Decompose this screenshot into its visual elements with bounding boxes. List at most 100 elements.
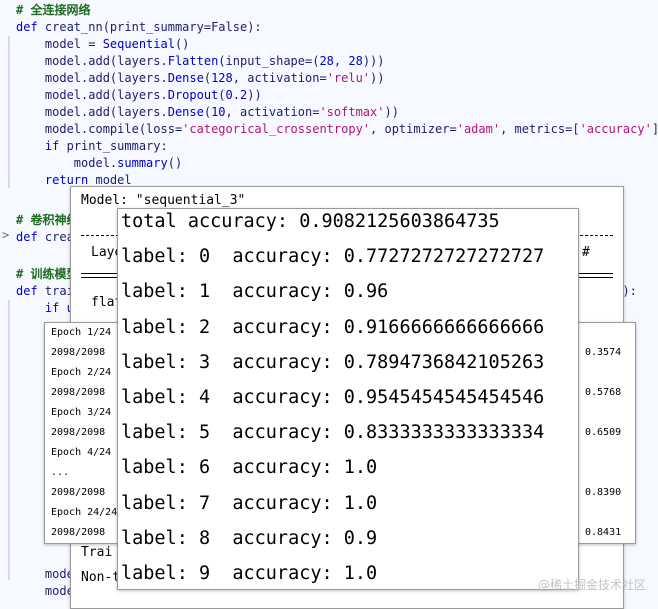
code-line: mode	[16, 566, 74, 583]
code-token: ))	[370, 71, 385, 85]
code-line: def crea	[16, 229, 74, 246]
code-token: (	[218, 88, 226, 102]
code-line: # 全连接网络	[16, 2, 90, 19]
code-line: def creat_nn(print_summary=False):	[16, 19, 262, 36]
label-accuracy: label: 6 accuracy: 1.0	[121, 457, 378, 479]
code-token: mode	[16, 584, 74, 598]
summary-trainable: Trai	[81, 545, 113, 560]
code-token: 'categorical_crossentropy'	[182, 122, 371, 136]
code-line: return model	[16, 172, 132, 189]
code-line: model = Sequential()	[16, 36, 190, 53]
indent-guide	[8, 300, 10, 580]
training-line: 2098/2098	[51, 427, 106, 438]
code-token: (	[203, 71, 212, 85]
summary-header-params: #	[582, 245, 590, 260]
code-line: if print_summary:	[16, 138, 168, 155]
code-token: return	[44, 173, 96, 187]
code-token: crea	[44, 230, 74, 244]
code-token: Dense	[167, 105, 204, 119]
total-accuracy: total accuracy: 0.9082125603864735	[121, 211, 500, 232]
code-token: model.add(layers.	[16, 54, 168, 68]
training-line: Epoch 4/24	[51, 447, 112, 458]
code-line: mode	[16, 583, 74, 600]
code-token: ()	[174, 37, 190, 51]
code-token: , optimizer=	[370, 122, 457, 136]
summary-title: Model: "sequential_3"	[81, 193, 246, 208]
code-token: Dense	[167, 71, 204, 85]
code-token: (	[203, 105, 212, 119]
code-line: # 卷积神经	[16, 212, 78, 229]
code-token: # 全连接网络	[16, 3, 91, 17]
code-token: model	[95, 173, 132, 187]
code-token: ()	[167, 156, 183, 170]
code-line: def trai	[16, 283, 74, 300]
label-accuracy: label: 9 accuracy: 1.0	[121, 563, 378, 584]
code-token: (input_shape=(	[218, 54, 320, 68]
fold-chevron-icon[interactable]: >	[2, 228, 10, 242]
code-token: model.	[16, 156, 118, 170]
code-token: model.add(layers.	[16, 88, 168, 102]
training-line: Epoch 3/24	[51, 407, 112, 418]
code-token: model.compile(loss=	[16, 122, 183, 136]
code-token: # 卷积神经	[16, 213, 79, 227]
label-accuracy: label: 2 accuracy: 0.9166666666666666	[121, 316, 545, 338]
label-accuracy: label: 5 accuracy: 0.8333333333333334	[121, 422, 545, 444]
code-token: def	[16, 230, 45, 244]
code-token: 'relu'	[326, 71, 371, 85]
watermark: @稀土掘金技术社区	[537, 578, 646, 592]
training-line: Epoch 1/24	[51, 327, 112, 338]
code-line: model.add(layers.Dropout(0.2))	[16, 87, 262, 104]
training-line: Epoch 2/24	[51, 367, 112, 378]
code-token: 28	[348, 54, 363, 68]
code-token: model =	[16, 37, 103, 51]
training-line: Epoch 24/24	[51, 507, 118, 518]
code-line: if u	[16, 300, 74, 317]
summary-non-trainable: Non-t	[81, 570, 121, 585]
code-token: 'accuracy'	[579, 122, 652, 136]
code-token: summary	[117, 156, 168, 170]
training-line: 2098/2098	[51, 387, 106, 398]
label-accuracy: label: 4 accuracy: 0.9545454545454546	[121, 387, 545, 408]
code-token: trai	[44, 284, 74, 298]
training-line: 2098/2098	[51, 347, 106, 358]
code-token: # 训练模型	[16, 267, 79, 281]
training-metric: 0.3574	[585, 347, 622, 358]
code-token: ,	[333, 54, 349, 68]
code-token: print_summary:	[66, 139, 168, 153]
accuracy-output-panel: total accuracy: 0.9082125603864735 label:…	[117, 208, 579, 590]
code-token: model.add(layers.	[16, 105, 168, 119]
code-token: Dropout	[167, 88, 219, 102]
code-token: , activation=	[225, 105, 320, 119]
code-token: ))	[384, 105, 399, 119]
code-line: # 训练模型	[16, 266, 78, 283]
code-token: Flatten	[167, 54, 219, 68]
code-token: 10	[211, 105, 226, 119]
code-token: def	[16, 284, 45, 298]
code-token: if	[44, 139, 67, 153]
summary-header-layer: Laye	[91, 245, 123, 260]
code-token: def	[16, 20, 45, 34]
code-line: model.summary()	[16, 155, 182, 172]
code-token: , activation=	[232, 71, 327, 85]
label-accuracy: label: 3 accuracy: 0.7894736842105263	[121, 351, 545, 373]
code-line: model.add(layers.Flatten(input_shape=(28…	[16, 53, 385, 70]
summary-row-layer: flat	[91, 295, 123, 310]
code-token: )))	[362, 54, 385, 68]
code-token: 0.2	[225, 88, 248, 102]
training-metric: 0.5768	[585, 387, 622, 398]
code-token: creat_nn(print_summary=False):	[44, 20, 262, 34]
training-line: 2098/2098	[51, 527, 106, 538]
label-accuracy: label: 0 accuracy: 0.7727272727272727	[121, 246, 545, 268]
code-token: 'adam'	[456, 122, 501, 136]
code-token: , metrics=[	[500, 122, 580, 136]
code-token: ])	[652, 122, 658, 136]
training-metric: 0.8431	[585, 527, 622, 538]
code-token: model.add(layers.	[16, 71, 168, 85]
code-token: 'softmax'	[319, 105, 385, 119]
label-accuracy: label: 7 accuracy: 1.0	[121, 492, 378, 514]
training-line: 2098/2098	[51, 487, 106, 498]
label-accuracy: label: 1 accuracy: 0.96	[121, 281, 389, 303]
code-token	[16, 301, 45, 315]
code-token: 28	[319, 54, 334, 68]
code-line: model.add(layers.Dense(10, activation='s…	[16, 104, 399, 121]
